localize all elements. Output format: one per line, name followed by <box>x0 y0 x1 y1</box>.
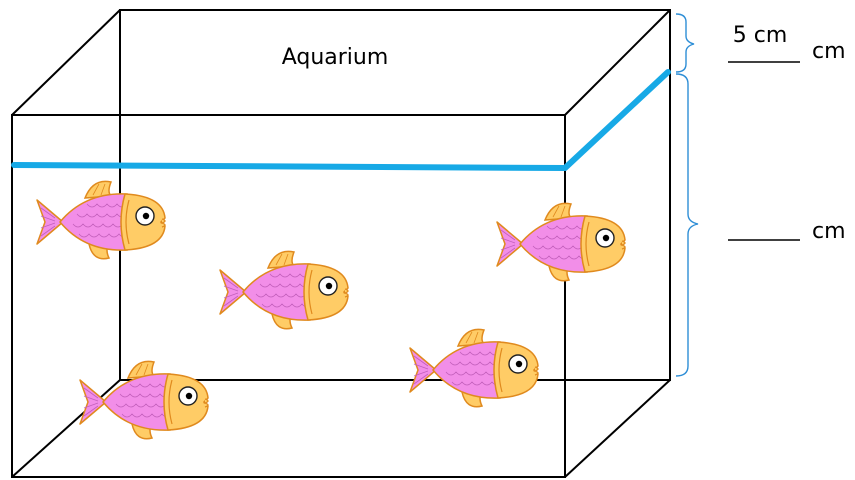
aquarium-title: Aquarium <box>282 45 389 70</box>
fish-icon <box>36 180 166 260</box>
tank-back-face <box>119 9 671 381</box>
fish-icon <box>409 328 539 408</box>
tank-edge-bottom-right <box>564 379 671 478</box>
tank-edge-top-left <box>11 9 121 116</box>
fish-icon <box>496 202 626 282</box>
tank-edge-top-right <box>564 9 671 116</box>
top-brace <box>675 13 695 73</box>
tank-edge-bottom-left <box>11 379 121 478</box>
top-measure-value: 5 cm <box>733 23 788 48</box>
fish-icon <box>219 250 349 330</box>
side-brace <box>675 73 699 377</box>
top-measure-unit: cm <box>812 39 846 64</box>
water-line <box>11 69 671 171</box>
side-measure-unit: cm <box>812 219 846 244</box>
fish-icon <box>79 360 209 440</box>
tank-front-face <box>11 114 566 478</box>
